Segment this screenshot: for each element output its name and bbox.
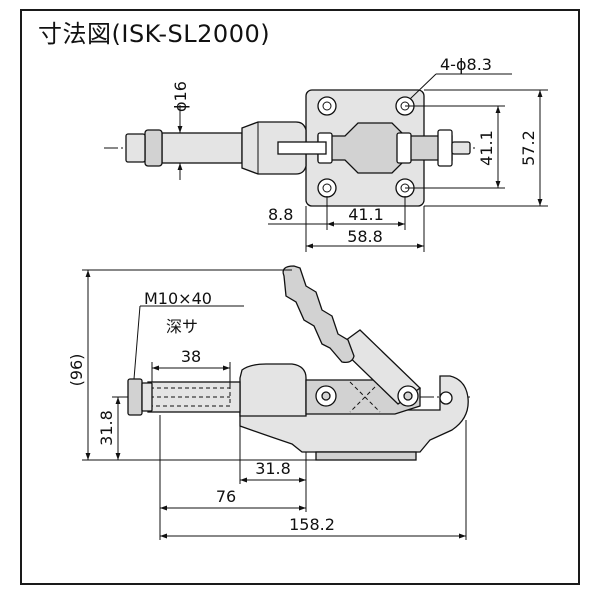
top-dim-bottom-small: 8.8 [268,205,293,224]
side-pivot-3 [439,391,453,405]
top-dim-right-inner: 41.1 [477,130,496,166]
top-dim-bottom-mid: 41.1 [348,205,384,224]
side-dim-height-total: (96) [67,354,86,387]
side-dim-bottom-total: 158.2 [289,515,335,534]
drawing-title: 寸法図(ISK-SL2000) [38,20,271,48]
top-dim-bottom-total: 58.8 [347,227,383,246]
side-hex-nut [127,378,143,416]
side-handle-shaft [336,329,422,405]
top-view: ϕ16 4-ϕ8.3 41.1 57.2 8.8 41.1 58.8 [104,55,548,252]
top-hex-nut [144,129,163,167]
top-rod-diameter-label: ϕ16 [171,81,190,112]
top-plunger-rod [161,132,243,164]
top-hole-callout: 4-ϕ8.3 [440,55,492,74]
side-dim-bottom-1: 31.8 [255,459,291,478]
side-dim-height-axis: 31.8 [97,410,116,446]
side-thread-callout: M10×40 [144,289,212,308]
side-depth-value: 38 [181,347,201,366]
side-base-foot [315,451,417,461]
side-view: M10×40 深サ 38 (96) 31.8 31.8 76 158.2 [67,265,470,540]
side-depth-label: 深サ [166,317,198,336]
side-body [239,363,307,417]
top-dim-right-outer: 57.2 [519,130,538,166]
drawing-frame [20,9,580,585]
side-dim-bottom-2: 76 [216,487,236,506]
top-stud [125,133,146,163]
side-handle-grip [282,265,355,364]
